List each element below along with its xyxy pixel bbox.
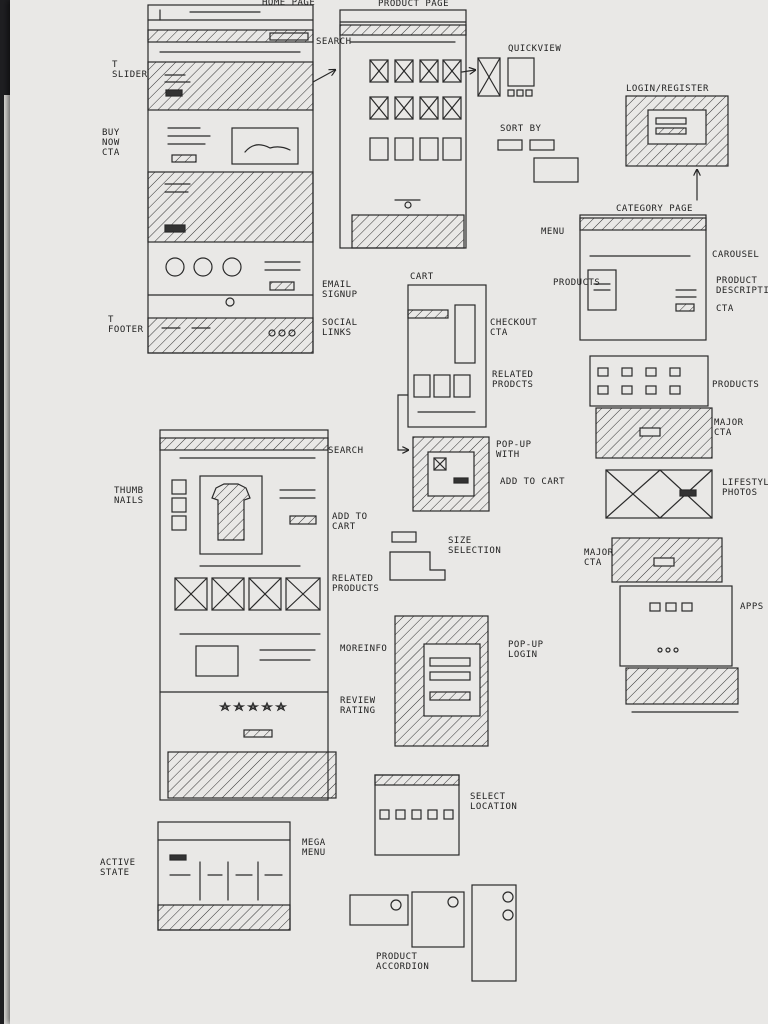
title-cart: CART bbox=[410, 272, 434, 282]
title-category-page: CATEGORY PAGE bbox=[616, 204, 693, 214]
note-thumb-nails: THUMB NAILS bbox=[114, 486, 144, 506]
product-detail-page-wireframe bbox=[159, 429, 337, 801]
home-page-wireframe bbox=[147, 4, 335, 354]
title-sort-by: SORT BY bbox=[500, 124, 542, 134]
product-page-wireframe bbox=[339, 9, 475, 249]
title-product-page: PRODUCT PAGE bbox=[378, 0, 450, 9]
login-register-wireframe bbox=[625, 95, 729, 201]
title-login-register: LOGIN/REGISTER bbox=[626, 84, 709, 94]
size-selection-wireframe bbox=[389, 531, 446, 581]
note-lifestyle-photos: LIFESTYLE PHOTOS bbox=[722, 478, 768, 498]
note-major-cta-1: MAJOR CTA bbox=[714, 418, 744, 438]
note-more-info: MOREINFO bbox=[340, 644, 388, 654]
note-related-products: RELATED PRODUCTS bbox=[332, 574, 380, 594]
note-products-category: PRODUCTS bbox=[553, 278, 601, 288]
mega-menu-wireframe bbox=[157, 821, 291, 931]
note-mega-menu: MEGA MENU bbox=[302, 838, 326, 858]
note-search-detail: SEARCH bbox=[328, 446, 364, 456]
title-home-page: HOME PAGE bbox=[262, 0, 316, 8]
note-checkout-cta: CHECKOUT CTA bbox=[490, 318, 538, 338]
note-review-rating: REVIEW RATING bbox=[340, 696, 376, 716]
sort-by-wireframe bbox=[497, 139, 579, 183]
product-accordion-wireframe bbox=[349, 884, 517, 982]
note-related-prodcts: RELATED PRODCTS bbox=[492, 370, 534, 390]
popup-login-wireframe bbox=[394, 615, 489, 747]
note-add-to-cart-popup: ADD TO CART bbox=[500, 477, 566, 487]
note-select-location: SELECT LOCATION bbox=[470, 792, 518, 812]
note-search-top: SEARCH bbox=[316, 37, 352, 47]
note-pop-up-login: POP-UP LOGIN bbox=[508, 640, 544, 660]
note-product-accordion: PRODUCT ACCORDION bbox=[376, 952, 430, 972]
note-major-cta-2: MAJOR CTA bbox=[584, 548, 614, 568]
note-buy-now-cta: BUY NOW CTA bbox=[102, 128, 120, 158]
note-add-to-cart: ADD TO CART bbox=[332, 512, 368, 532]
long-landing-page-wireframe bbox=[589, 355, 739, 713]
quickview-wireframe bbox=[477, 57, 535, 97]
note-active-state: ACTIVE STATE bbox=[100, 858, 136, 878]
note-footer: T FOOTER bbox=[108, 315, 144, 335]
title-quickview: QUICKVIEW bbox=[508, 44, 562, 54]
note-product-description: PRODUCT DESCRIPTION bbox=[716, 276, 768, 296]
cart-wireframe bbox=[397, 284, 487, 450]
sketch-paper bbox=[10, 0, 768, 1024]
note-menu: MENU bbox=[541, 227, 565, 237]
category-page-wireframe bbox=[579, 214, 707, 341]
note-products-right: PRODUCTS bbox=[712, 380, 760, 390]
note-pop-up-with: POP-UP WITH bbox=[496, 440, 532, 460]
note-social-links: SOCIAL LINKS bbox=[322, 318, 358, 338]
note-cta: CTA bbox=[716, 304, 734, 314]
note-apps: APPS bbox=[740, 602, 764, 612]
select-location-wireframe bbox=[374, 774, 460, 856]
note-size-selection: SIZE SELECTION bbox=[448, 536, 502, 556]
note-slider: T SLIDER bbox=[112, 60, 148, 80]
note-email-signup: EMAIL SIGNUP bbox=[322, 280, 358, 300]
popup-add-to-cart-wireframe bbox=[412, 436, 490, 512]
note-carousel: CAROUSEL bbox=[712, 250, 760, 260]
